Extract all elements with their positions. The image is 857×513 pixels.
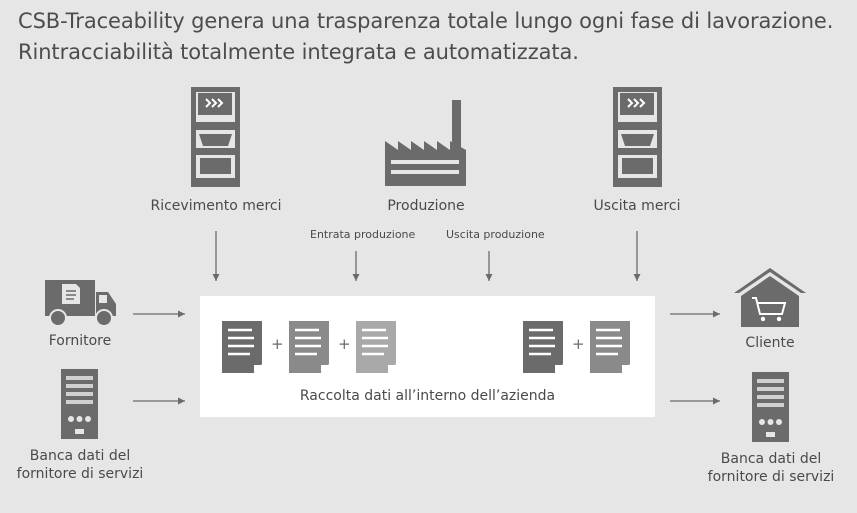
receiving-rack-icon xyxy=(191,87,240,187)
document-icon xyxy=(222,321,262,373)
provider-database-label: Banca dati del fornitore di servizi xyxy=(0,447,160,483)
receiving-label: Ricevimento merci xyxy=(150,198,282,214)
provider-database-server-icon xyxy=(61,369,98,439)
supplier-label: Fornitore xyxy=(48,333,112,349)
customer-provider-database-label-line-1: Banca dati del xyxy=(720,451,822,467)
document-icon xyxy=(289,321,329,373)
customer-provider-database-label-line-2: fornitore di servizi xyxy=(707,469,835,485)
shipping-label: Uscita merci xyxy=(593,198,681,214)
provider-database-label-line-2: fornitore di servizi xyxy=(16,466,144,482)
diagram-title: CSB-Traceability genera una trasparenza … xyxy=(18,6,833,68)
customer-provider-database-label: Banca dati del fornitore di servizi xyxy=(690,450,852,486)
document-icon xyxy=(590,321,630,373)
customer-database-server-icon xyxy=(752,372,789,442)
customer-shop-cart-icon xyxy=(734,268,806,327)
title-line-2: Rintracciabilità totalmente integrata e … xyxy=(18,40,579,64)
plus-sign: + xyxy=(572,335,585,353)
production-entry-label: Entrata produzione xyxy=(310,228,416,241)
provider-database-label-line-1: Banca dati del xyxy=(29,448,131,464)
customer-label: Cliente xyxy=(745,335,795,351)
document-icon xyxy=(523,321,563,373)
data-collection-panel xyxy=(200,296,655,417)
supplier-truck-icon xyxy=(45,280,116,327)
factory-icon xyxy=(385,100,466,186)
production-exit-label: Uscita produzione xyxy=(446,228,545,241)
plus-sign: + xyxy=(338,335,351,353)
shipping-rack-icon xyxy=(613,87,662,187)
data-collection-label: Raccolta dati all’interno dell’azienda xyxy=(299,388,556,404)
title-line-1: CSB-Traceability genera una trasparenza … xyxy=(18,9,834,33)
document-icon xyxy=(356,321,396,373)
plus-sign: + xyxy=(271,335,284,353)
production-label: Produzione xyxy=(387,198,465,214)
